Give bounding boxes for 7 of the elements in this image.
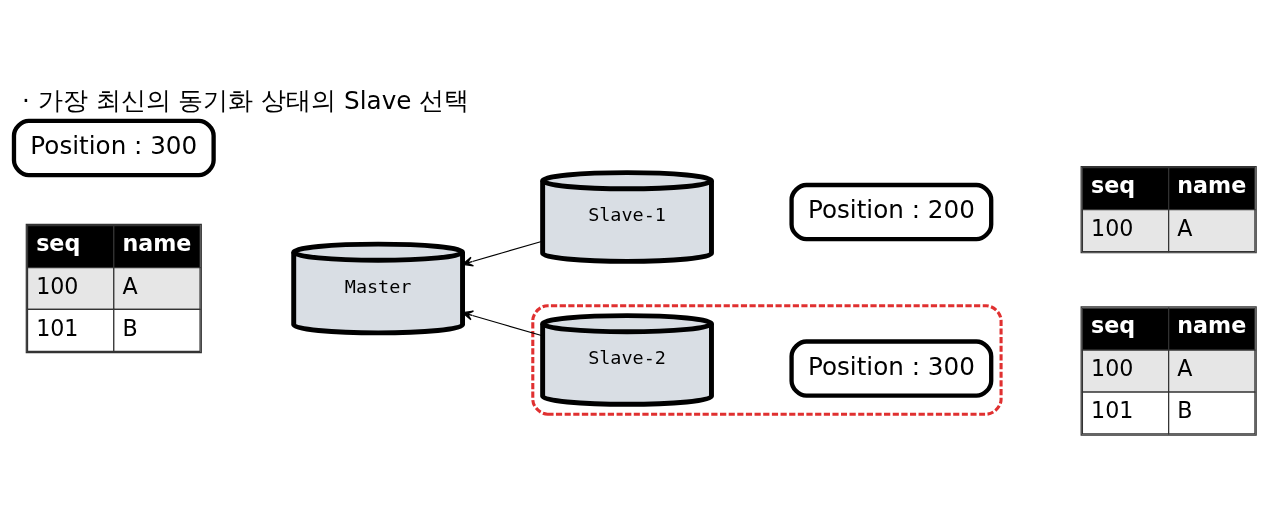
arrow — [462, 240, 543, 266]
arrow — [462, 310, 543, 336]
node-box: Position : 200 — [789, 182, 994, 241]
node-box: Position : 300 — [789, 338, 994, 398]
cluster — [531, 303, 1003, 416]
diagram-title: · 가장 최신의 동기화 상태의 Slave 선택 — [22, 85, 470, 115]
node-box: Position : 300 — [11, 118, 216, 177]
